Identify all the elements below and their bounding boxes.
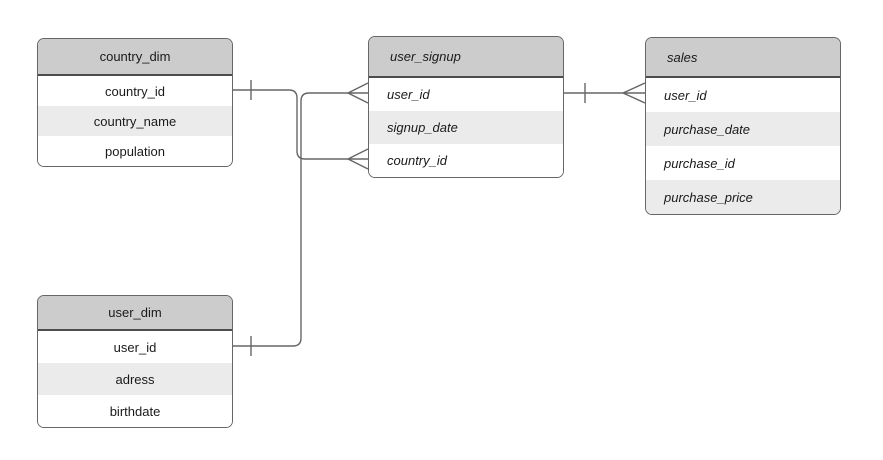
table-title: user_dim — [38, 296, 232, 331]
entity-table-user-signup: user_signup user_id signup_date country_… — [368, 36, 564, 178]
table-row: user_id — [38, 331, 232, 363]
table-row: purchase_id — [646, 146, 840, 180]
relationship-line-user-dim-user-signup — [233, 82, 369, 356]
crow-foot-icon — [622, 82, 646, 104]
table-row: country_id — [369, 144, 563, 177]
table-row: country_name — [38, 106, 232, 136]
entity-table-country-dim: country_dim country_id country_name popu… — [37, 38, 233, 167]
relationship-line-country-dim-user-signup — [233, 80, 369, 170]
table-title: user_signup — [369, 37, 563, 78]
table-row: user_id — [646, 78, 840, 112]
table-row: purchase_price — [646, 180, 840, 214]
table-row: signup_date — [369, 111, 563, 144]
crow-foot-icon — [347, 82, 369, 104]
table-row: country_id — [38, 76, 232, 106]
entity-table-sales: sales user_id purchase_date purchase_id … — [645, 37, 841, 215]
table-row: purchase_date — [646, 112, 840, 146]
table-row: population — [38, 136, 232, 166]
entity-table-user-dim: user_dim user_id adress birthdate — [37, 295, 233, 428]
connector-line — [233, 89, 348, 160]
table-row: adress — [38, 363, 232, 395]
relationship-line-user-signup-sales — [564, 82, 646, 104]
table-row: user_id — [369, 78, 563, 111]
table-title: country_dim — [38, 39, 232, 76]
table-row: birthdate — [38, 395, 232, 427]
crow-foot-icon — [347, 148, 369, 170]
table-title: sales — [646, 38, 840, 78]
connector-line — [233, 92, 348, 347]
